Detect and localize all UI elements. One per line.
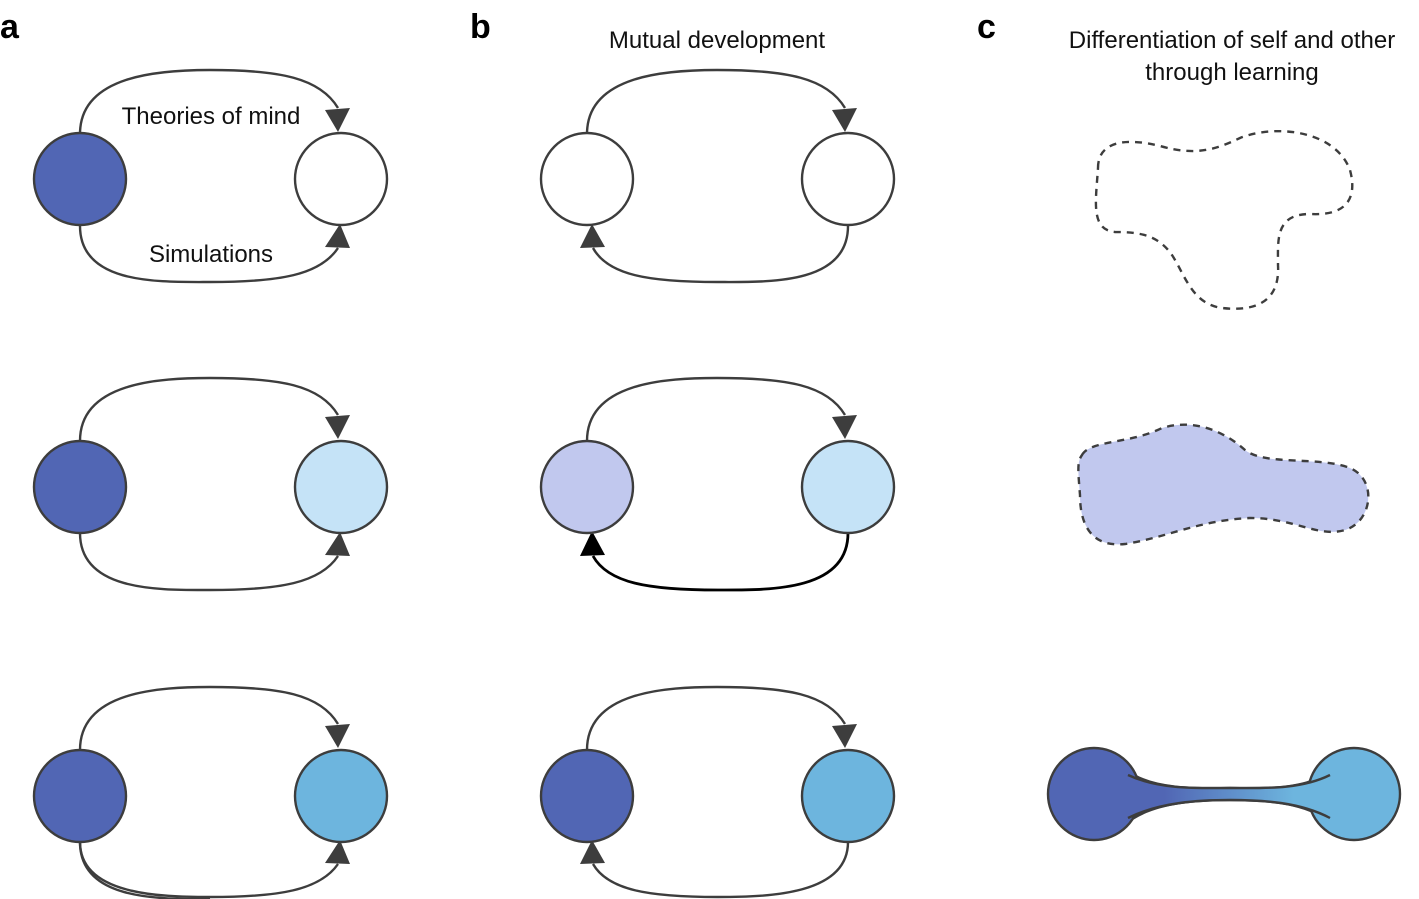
top-arrow: [78, 376, 340, 442]
panel-b-row-2: [539, 376, 896, 592]
top-arrowhead: [832, 415, 857, 439]
bridge-fill: [1128, 775, 1330, 818]
other-node: [800, 131, 896, 227]
top-arrow: [585, 685, 847, 751]
panel-c-title-line2: through learning: [1145, 59, 1318, 86]
panel-c: [1046, 129, 1402, 842]
self-node: [539, 439, 635, 535]
bridge-bottom-edge: [1127, 798, 1331, 820]
bridge-top-edge: [1127, 773, 1331, 790]
panel-b-row-3: [539, 685, 896, 899]
panel-letter-c: c: [977, 8, 996, 46]
panel-b-row-1: [539, 68, 896, 284]
top-arrowhead: [325, 108, 350, 132]
label-theories-of-mind: Theories of mind: [122, 103, 301, 130]
bottom-arrowhead: [580, 840, 605, 864]
panel-b-title: Mutual development: [609, 27, 825, 54]
panel-a-row-3: [32, 685, 389, 899]
bottom-arrowhead: [325, 840, 350, 864]
other-node: [800, 439, 896, 535]
top-arrow: [78, 685, 340, 751]
top-arrow: [78, 68, 340, 135]
other-node: [800, 748, 896, 844]
emerging-blob: [1077, 423, 1370, 546]
panel-letter-b: b: [470, 8, 491, 46]
bottom-arrow: [78, 532, 339, 592]
other-node: [293, 748, 389, 844]
self-node: [539, 131, 635, 227]
panel-a-row-2: [32, 376, 389, 592]
bottom-arrow: [591, 225, 850, 284]
bottom-arrowhead: [580, 531, 605, 556]
top-arrow: [585, 68, 847, 135]
top-arrowhead: [832, 724, 857, 748]
self-node: [1046, 746, 1142, 842]
undifferentiated-blob: [1094, 129, 1354, 310]
other-node: [293, 131, 389, 227]
other-node: [293, 439, 389, 535]
top-arrowhead: [325, 415, 350, 439]
bottom-arrowhead: [580, 224, 605, 248]
self-node: [32, 439, 128, 535]
self-node: [32, 748, 128, 844]
panel-b: [539, 68, 896, 899]
panel-a: Theories of mind Simulations: [32, 68, 389, 899]
bottom-arrow-left: [78, 841, 210, 899]
panel-letter-a: a: [0, 8, 20, 46]
top-arrowhead: [325, 724, 350, 748]
self-node: [539, 748, 635, 844]
bottom-arrow: [78, 225, 339, 284]
top-arrowhead: [832, 108, 857, 132]
self-node: [32, 131, 128, 227]
label-simulations: Simulations: [149, 241, 273, 268]
panel-c-title-line1: Differentiation of self and other: [1069, 27, 1395, 54]
bottom-arrowhead: [325, 532, 350, 556]
top-arrow: [585, 376, 847, 442]
bottom-arrowhead: [325, 224, 350, 248]
bottom-arrow: [78, 841, 339, 899]
bottom-arrow: [591, 841, 850, 899]
bottom-arrow: [591, 532, 850, 592]
panel-a-row-1: Theories of mind Simulations: [32, 68, 389, 284]
